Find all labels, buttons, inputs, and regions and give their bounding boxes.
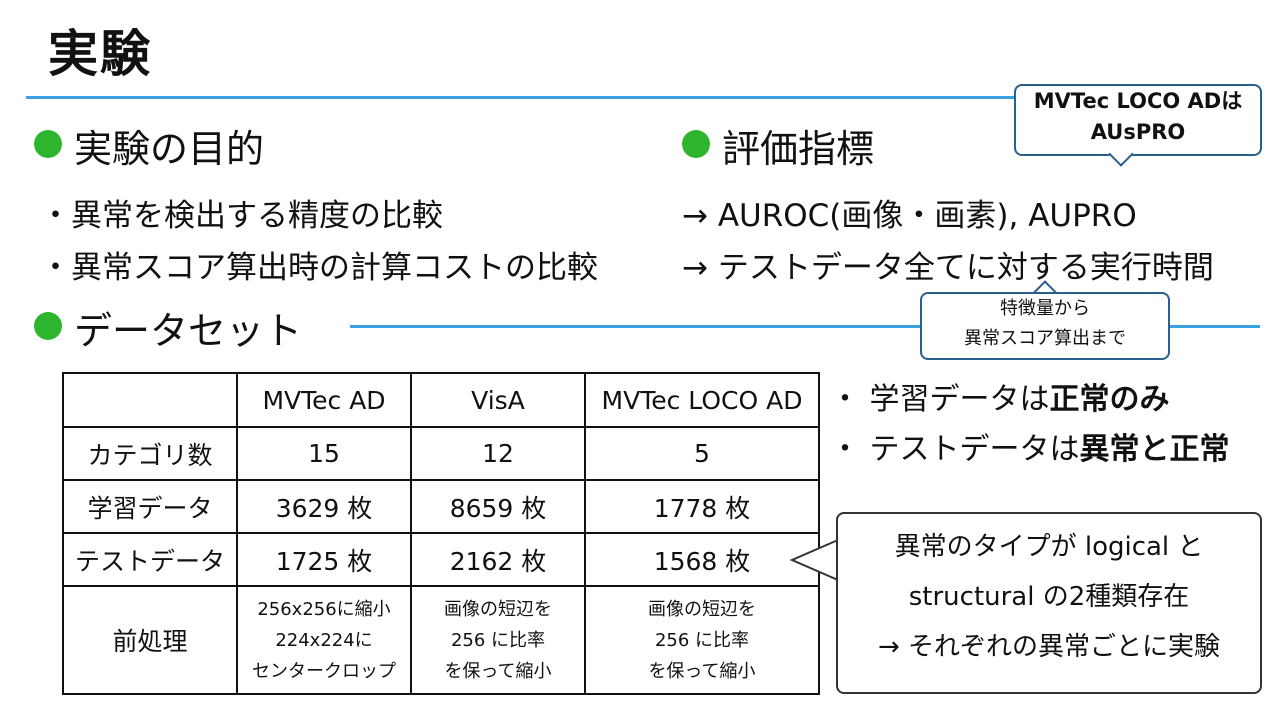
- table-cell: 1568 枚: [584, 532, 820, 587]
- dataset-note-bold: 異常と正常: [1079, 432, 1230, 467]
- dataset-note: ・ テストデータは異常と正常: [830, 424, 1230, 468]
- table-cell: 5: [584, 426, 820, 481]
- loco-callout: MVTec LOCO ADは AUsPRO: [1014, 84, 1262, 156]
- table-cell: 8659 枚: [410, 479, 586, 534]
- anomaly-callout-line2: structural の2種類存在: [908, 582, 1190, 612]
- preprocess-cell: 256x256に縮小 224x224に センタークロップ: [236, 585, 412, 695]
- preprocess-line: センタークロップ: [252, 660, 396, 682]
- anomaly-callout: 異常のタイプが logical と structural の2種類存在 → それ…: [836, 512, 1262, 694]
- dataset-divider: [350, 325, 1260, 328]
- preprocess-line: 224x224に: [275, 629, 373, 651]
- preprocess-line: 256 に比率: [450, 629, 546, 651]
- bullet-icon: [682, 130, 710, 158]
- time-callout-line2: 異常スコア算出まで: [964, 328, 1126, 349]
- dataset-note-prefix: ・ テストデータは: [830, 432, 1080, 467]
- dataset-note-bold: 正常のみ: [1049, 382, 1170, 417]
- table-row: 前処理 256x256に縮小 224x224に センタークロップ 画像の短辺を …: [62, 585, 820, 695]
- dataset-note-prefix: ・ 学習データは: [830, 382, 1050, 417]
- table-header-cell: MVTec AD: [236, 372, 412, 428]
- preprocess-line: を保って縮小: [444, 660, 552, 682]
- bullet-icon: [34, 312, 62, 340]
- preprocess-line: を保って縮小: [648, 660, 756, 682]
- table-cell: 3629 枚: [236, 479, 412, 534]
- metrics-item: → テストデータ全てに対する実行時間: [682, 250, 1214, 286]
- preprocess-line: 画像の短辺を: [444, 598, 552, 620]
- anomaly-callout-pointer: [789, 538, 840, 582]
- purpose-heading: 実験の目的: [74, 127, 265, 171]
- dataset-heading: データセット: [74, 309, 303, 353]
- metrics-item: → AUROC(画像・画素), AUPRO: [682, 198, 1137, 234]
- table-cell: 2162 枚: [410, 532, 586, 587]
- title-divider: [26, 96, 1260, 99]
- row-label: カテゴリ数: [62, 426, 238, 481]
- preprocess-line: 256x256に縮小: [257, 598, 391, 620]
- table-cell: 15: [236, 426, 412, 481]
- row-label: テストデータ: [62, 532, 238, 587]
- table-cell: 12: [410, 426, 586, 481]
- table-row: テストデータ 1725 枚 2162 枚 1568 枚: [62, 532, 820, 587]
- table-header-cell: MVTec LOCO AD: [584, 372, 820, 428]
- loco-callout-line1: MVTec LOCO ADは: [1033, 89, 1243, 113]
- anomaly-callout-line3: → それぞれの異常ごとに実験: [877, 632, 1221, 662]
- metrics-heading: 評価指標: [722, 127, 875, 171]
- table-cell: 1725 枚: [236, 532, 412, 587]
- preprocess-line: 256 に比率: [654, 629, 750, 651]
- dataset-table: MVTec AD VisA MVTec LOCO AD カテゴリ数 15 12 …: [62, 372, 820, 695]
- bullet-icon: [34, 130, 62, 158]
- time-callout: 特徴量から 異常スコア算出まで: [920, 292, 1170, 360]
- row-label: 学習データ: [62, 479, 238, 534]
- loco-callout-line2: AUsPRO: [1090, 120, 1186, 144]
- table-header-cell: [62, 372, 238, 428]
- table-header-row: MVTec AD VisA MVTec LOCO AD: [62, 372, 820, 428]
- dataset-note: ・ 学習データは正常のみ: [830, 374, 1170, 418]
- preprocess-line: 画像の短辺を: [648, 598, 756, 620]
- preprocess-cell: 画像の短辺を 256 に比率 を保って縮小: [410, 585, 586, 695]
- time-callout-line1: 特徴量から: [1000, 298, 1090, 319]
- page-title: 実験: [48, 25, 152, 83]
- purpose-item: ・異常を検出する精度の比較: [40, 198, 443, 234]
- table-row: 学習データ 3629 枚 8659 枚 1778 枚: [62, 479, 820, 534]
- table-header-cell: VisA: [410, 372, 586, 428]
- row-label: 前処理: [62, 585, 238, 695]
- preprocess-cell: 画像の短辺を 256 に比率 を保って縮小: [584, 585, 820, 695]
- anomaly-callout-line1: 異常のタイプが logical と: [894, 532, 1204, 562]
- table-cell: 1778 枚: [584, 479, 820, 534]
- purpose-item: ・異常スコア算出時の計算コストの比較: [40, 250, 598, 286]
- table-row: カテゴリ数 15 12 5: [62, 426, 820, 481]
